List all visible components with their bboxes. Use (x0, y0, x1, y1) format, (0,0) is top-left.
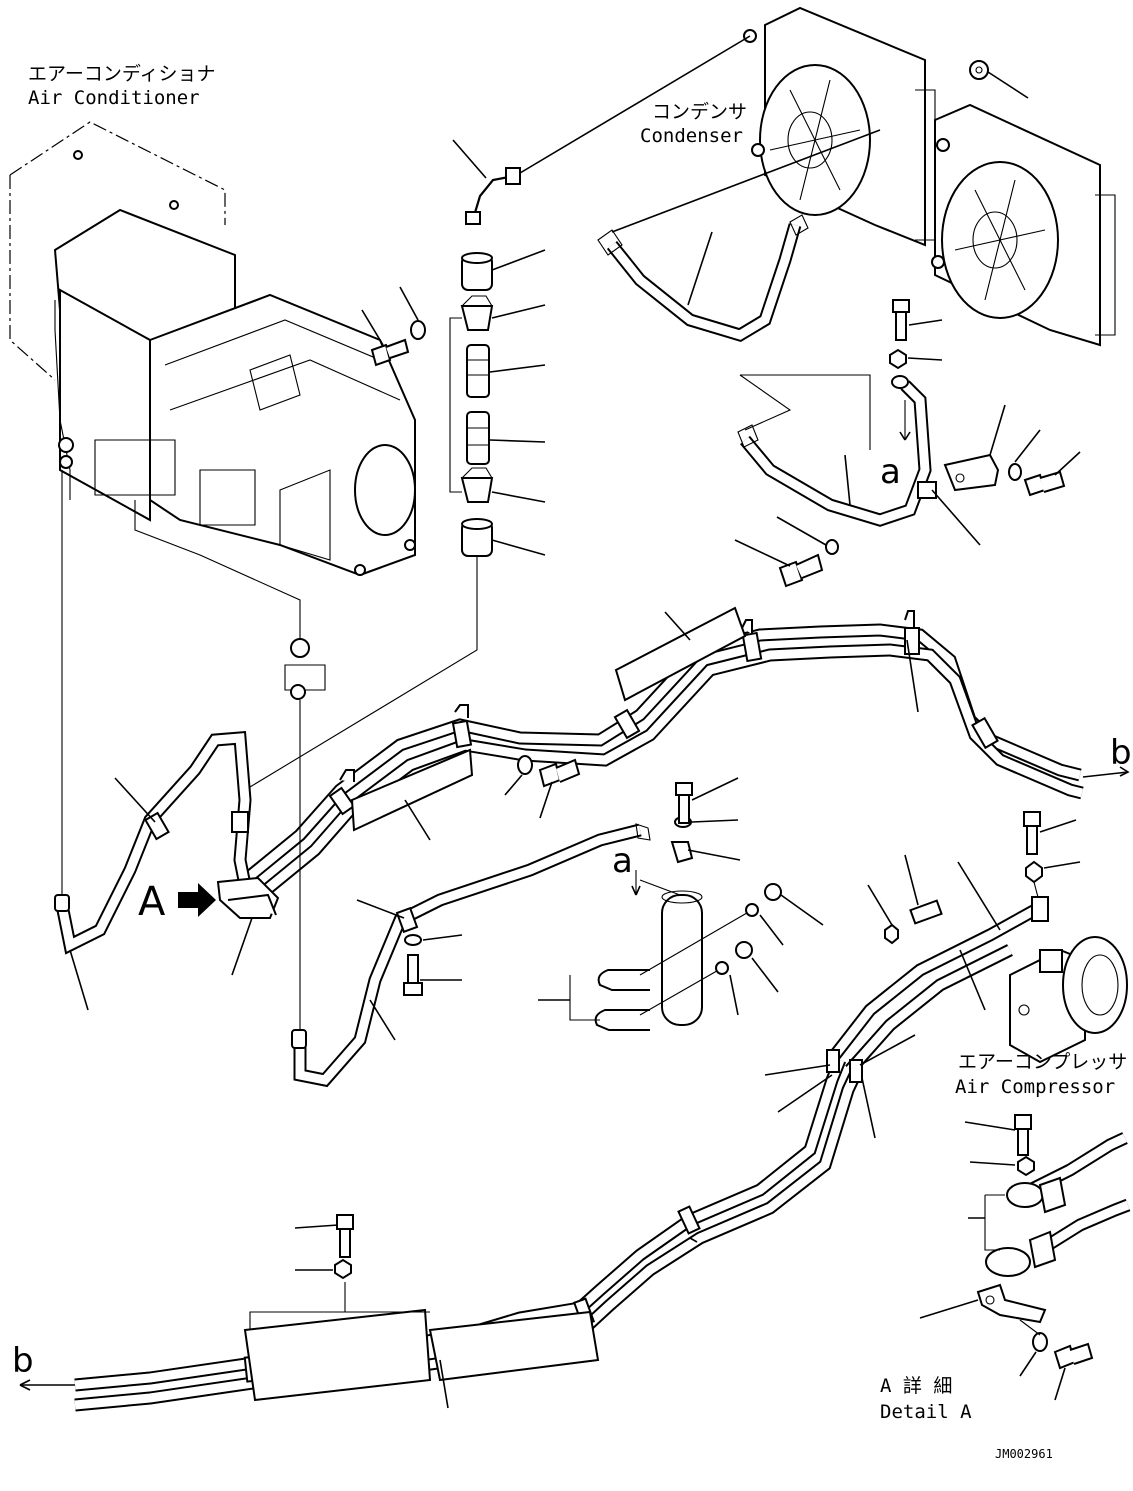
detail-a-label-jp: A 詳 細 (880, 1375, 952, 1397)
receiver-drier (661, 890, 703, 1026)
detail-a-view (919, 1114, 1131, 1401)
ref-label-b-left: b (12, 1341, 34, 1381)
bolt-ac (370, 338, 410, 367)
ref-label-a-lower: a (612, 841, 633, 881)
arrow-A-icon (178, 883, 216, 917)
ref-label-b-right: b (1110, 733, 1132, 773)
ref-label-A: A (138, 879, 166, 925)
nut-condenser-top (969, 60, 989, 80)
air-compressor-label-en: Air Compressor (955, 1076, 1115, 1098)
fitting-stack (460, 252, 494, 557)
condenser-label-jp: コンデンサ (652, 101, 747, 123)
air-compressor-unit (1009, 936, 1128, 1064)
ref-label-a-upper: a (880, 452, 901, 492)
drawing-id: JM002961 (995, 1447, 1053, 1461)
air-conditioner-label-en: Air Conditioner (28, 87, 200, 109)
air-conditioner-label-jp: エアーコンディショナ (28, 63, 216, 85)
air-conditioner-unit (9, 121, 416, 700)
detail-a-label-en: Detail A (880, 1401, 972, 1423)
condenser-label-en: Condenser (640, 125, 743, 147)
condenser-unit (743, 6, 1116, 347)
air-compressor-label-jp: エアーコンプレッサ (958, 1051, 1127, 1073)
